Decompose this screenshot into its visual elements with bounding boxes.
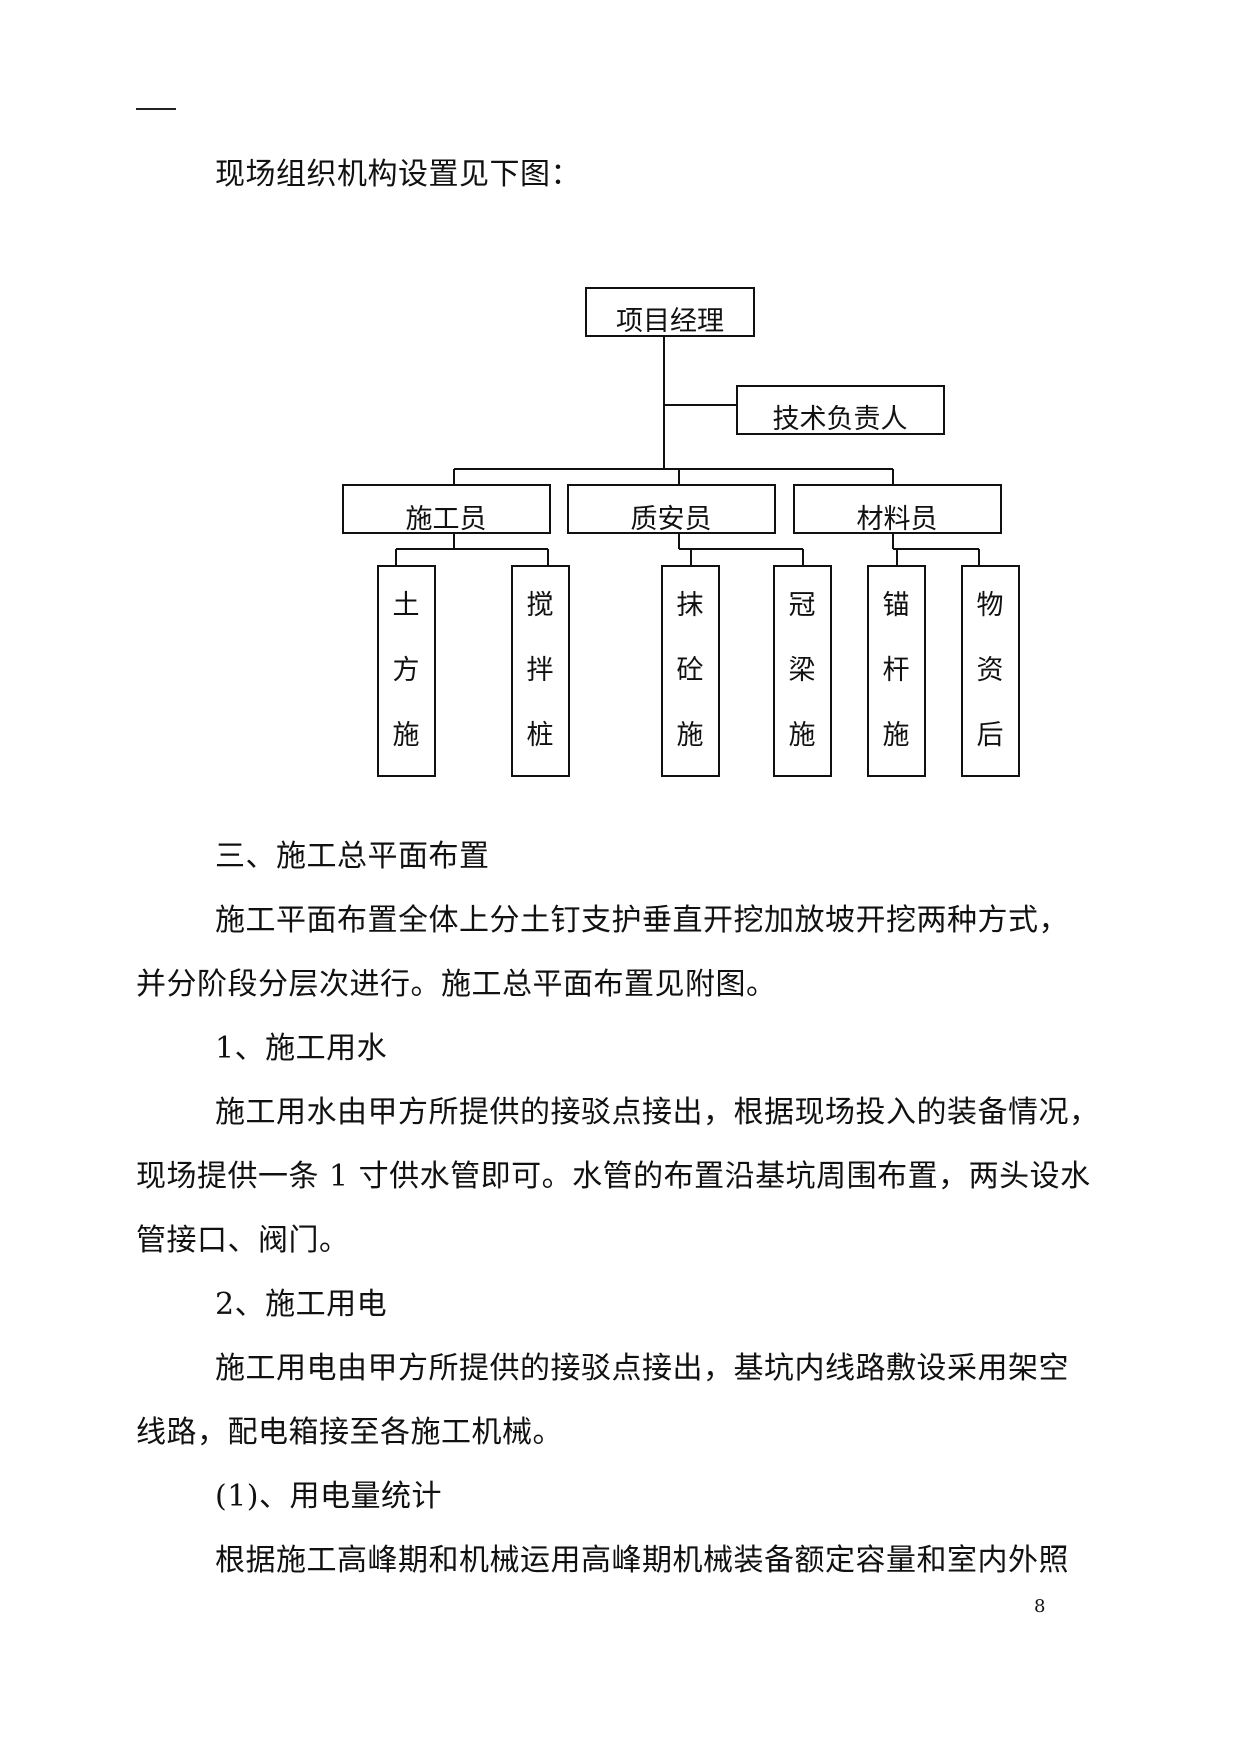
org-chart: 项目经理 技术负责人 施工员 质安员 材料员 土 方 施 搅 拌 桩 抹 砼 施… [342, 287, 1020, 777]
org-team-2-char-1: 搅 [527, 590, 554, 621]
paragraph-3-line-1: 施工用电由甲方所提供的接驳点接出，基坑内线路敷设采用架空 [215, 1351, 1069, 1386]
org-team-3-char-2: 砼 [677, 655, 704, 686]
org-team-4-char-1: 冠 [789, 590, 816, 621]
paragraph-2-line-2: 现场提供一条 1 寸供水管即可。水管的布置沿基坑周围布置，两头设水 [136, 1159, 1091, 1194]
paragraph-1-line-1: 施工平面布置全体上分土钉支护垂直开挖加放坡开挖两种方式， [215, 903, 1069, 938]
org-dept-label-1: 施工员 [406, 504, 487, 535]
org-box-team-2 [511, 565, 570, 777]
org-box-dept-1 [342, 484, 551, 534]
paragraph-4-line-1: 根据施工高峰期和机械运用高峰期机械装备额定容量和室内外照 [215, 1543, 1069, 1578]
org-dept-label-2: 质安员 [631, 504, 712, 535]
subheading-stats: (1)、用电量统计 [215, 1479, 442, 1514]
org-team-6-char-2: 资 [977, 655, 1004, 686]
org-team-1-char-2: 方 [393, 655, 420, 686]
paragraph-2-line-1: 施工用水由甲方所提供的接驳点接出，根据现场投入的装备情况， [215, 1095, 1100, 1130]
paragraph-1-line-2: 并分阶段分层次进行。施工总平面布置见附图。 [136, 967, 777, 1002]
subheading-water: 1、施工用水 [215, 1031, 388, 1066]
top-rule [136, 108, 176, 110]
org-team-5-char-1: 锚 [883, 590, 910, 621]
org-team-6-char-1: 物 [977, 590, 1004, 621]
org-dept-label-3: 材料员 [857, 504, 938, 535]
org-box-team-1 [377, 565, 436, 777]
org-team-2-char-3: 桩 [527, 720, 554, 751]
intro-text: 现场组织机构设置见下图： [215, 157, 581, 192]
org-box-dept-3 [793, 484, 1002, 534]
org-box-team-5 [867, 565, 926, 777]
org-box-team-3 [661, 565, 720, 777]
org-box-side [736, 385, 945, 435]
org-side-label: 技术负责人 [773, 404, 908, 435]
org-team-4-char-2: 梁 [789, 655, 816, 686]
subheading-power: 2、施工用电 [215, 1287, 388, 1322]
org-box-dept-2 [567, 484, 776, 534]
org-box-team-6 [961, 565, 1020, 777]
org-team-2-char-2: 拌 [527, 655, 554, 686]
section-heading-3: 三、施工总平面布置 [215, 839, 490, 874]
paragraph-3-line-2: 线路，配电箱接至各施工机械。 [136, 1415, 563, 1450]
org-box-team-4 [773, 565, 832, 777]
org-box-top [585, 287, 755, 337]
org-team-1-char-1: 土 [393, 590, 420, 621]
org-team-4-char-3: 施 [789, 720, 816, 751]
page-number: 8 [1034, 1596, 1046, 1617]
org-team-3-char-3: 施 [677, 720, 704, 751]
org-team-3-char-1: 抹 [677, 590, 704, 621]
paragraph-2-line-3: 管接口、阀门。 [136, 1223, 350, 1258]
org-team-5-char-2: 杆 [883, 655, 910, 686]
org-team-6-char-3: 后 [977, 720, 1004, 751]
org-team-5-char-3: 施 [883, 720, 910, 751]
org-team-1-char-3: 施 [393, 720, 420, 751]
org-top-label: 项目经理 [616, 306, 724, 337]
